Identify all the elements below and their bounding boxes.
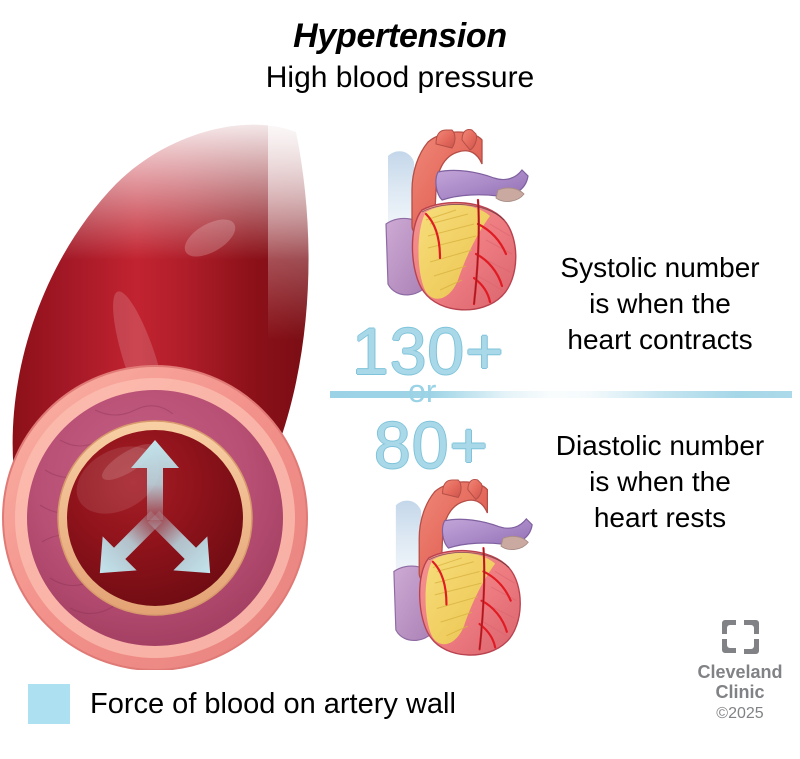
diastolic-description: Diastolic number is when the heart rests — [525, 428, 795, 535]
vena-cava — [395, 500, 424, 582]
diastolic-value: 80+ — [374, 408, 489, 482]
page-title: Hypertension — [293, 17, 507, 55]
cleveland-clinic-logo: Cleveland Clinic ©2025 — [688, 618, 792, 724]
heart-illustration-systolic — [382, 128, 534, 318]
systolic-description-line-2: is when the — [589, 287, 731, 319]
pulmonary-veins — [495, 187, 525, 202]
fat-striations — [432, 557, 482, 637]
vena-cava — [388, 151, 416, 235]
logo-text-line-1: Cleveland — [697, 662, 783, 682]
diastolic-description-line-1: Diastolic number — [555, 430, 765, 461]
diastolic-description-line-3: heart rests — [593, 501, 727, 533]
pressure-arrows — [99, 440, 211, 574]
systolic-description-line-3: heart contracts — [567, 323, 753, 355]
cleveland-clinic-squares-icon — [722, 620, 759, 654]
systolic-description: Systolic number is when the heart contra… — [525, 250, 795, 357]
pressure-arrow-up — [131, 440, 179, 520]
pulmonary-veins — [500, 535, 529, 550]
or-conjunction-label: or — [408, 373, 437, 409]
legend-color-swatch — [28, 684, 70, 724]
diastolic-description-line-2: is when the — [589, 465, 731, 497]
heart-illustration-diastolic — [388, 478, 540, 663]
logo-copyright: ©2025 — [716, 705, 764, 723]
page-subtitle: High blood pressure — [265, 61, 535, 95]
artery-illustration — [0, 110, 350, 670]
legend-label: Force of blood on artery wall — [90, 687, 456, 720]
systolic-value: 130+ — [352, 314, 505, 388]
legend: Force of blood on artery wall — [28, 684, 456, 724]
title-block: Hypertension High blood pressure — [0, 17, 800, 96]
pressure-arrow-down-right — [147, 510, 211, 574]
section-divider — [330, 391, 792, 398]
fat-striations — [425, 209, 477, 291]
systolic-description-line-1: Systolic number — [560, 252, 760, 283]
pressure-arrow-down-left — [99, 510, 163, 574]
logo-text-line-2: Clinic — [715, 682, 765, 703]
